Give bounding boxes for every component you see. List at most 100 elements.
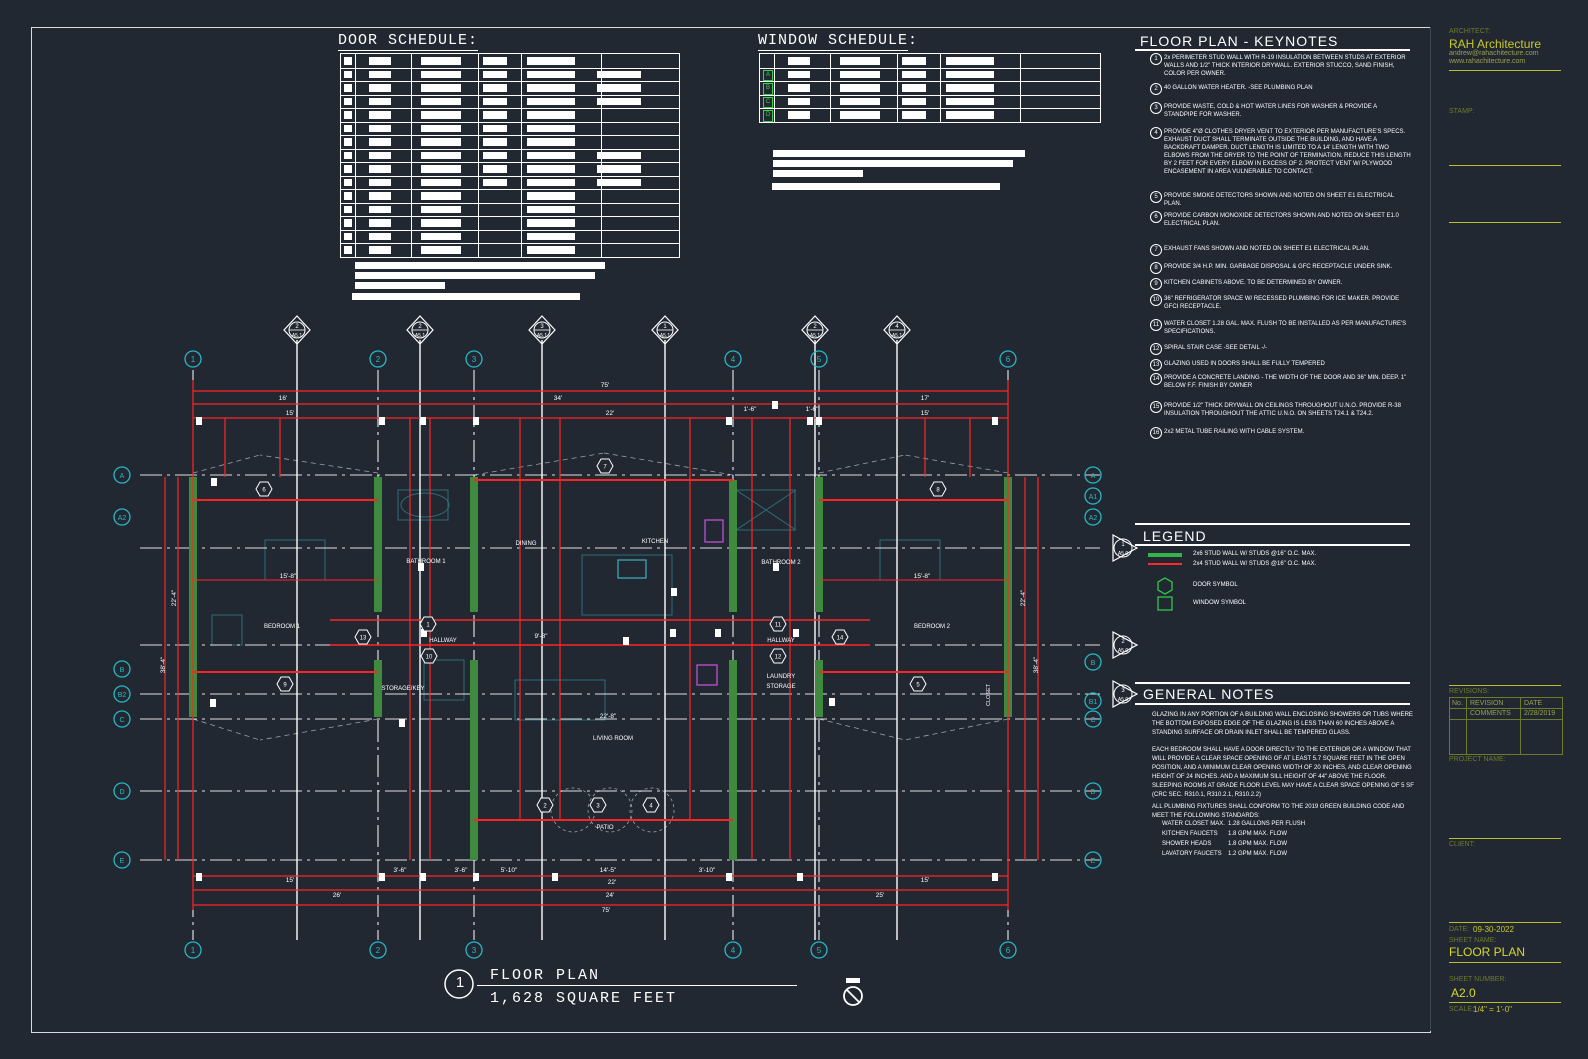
door-tag-icon — [589, 797, 607, 813]
section-marker-icon — [528, 315, 556, 345]
door-schedule-cell — [483, 70, 507, 79]
door-schedule-title: DOOR SCHEDULE: — [338, 32, 479, 49]
fixture-value: 1.8 GPM MAX. FLOW — [1228, 841, 1288, 847]
dimension-label: 15' — [921, 877, 929, 884]
room-label: KITCHEN — [642, 539, 668, 545]
door-schedule-cell — [421, 219, 461, 227]
door-tag-number: 5 — [916, 683, 920, 689]
dimension-label: 17' — [921, 395, 929, 402]
rev-col-line — [1466, 698, 1467, 754]
door-schedule-cell — [421, 178, 461, 187]
keynote-number: 1 — [1150, 53, 1162, 65]
architect-label: ARCHITECT: — [1449, 28, 1491, 35]
keynote-number: 9 — [1150, 278, 1162, 290]
section-marker-circle — [1113, 635, 1133, 655]
door-schedule-note-1b — [355, 272, 595, 279]
fixture-name: LAVATORY FAUCETS — [1162, 851, 1222, 857]
dimension-tick — [473, 873, 479, 881]
door-schedule-row-line — [341, 108, 679, 110]
door-schedule-cell — [421, 70, 461, 79]
door-schedule-cell — [421, 192, 461, 200]
door-tag-number: 4 — [649, 804, 653, 810]
grid-row-label: D — [119, 789, 124, 796]
fixture-outline — [211, 614, 243, 646]
door-schedule-cell — [369, 124, 391, 133]
door-schedule-cell — [344, 151, 352, 160]
grid-column-label: 5 — [817, 355, 822, 364]
door-schedule-row-line — [341, 162, 679, 164]
door-schedule-note-1 — [355, 262, 605, 269]
door-tag-number: 10 — [426, 655, 433, 661]
door-symbol-icon — [1157, 577, 1173, 595]
tb-line — [1449, 838, 1561, 839]
grid-bubble-icon — [369, 941, 387, 959]
keynote-text: PROVIDE A CONCRETE LANDING - THE WIDTH O… — [1164, 375, 1407, 389]
dimension-tick — [399, 719, 405, 727]
grid-column-label: 3 — [472, 355, 477, 364]
door-schedule-cell — [369, 232, 391, 241]
section-marker-sheet: A5.1 — [892, 333, 903, 339]
door-tag-icon — [419, 616, 437, 632]
section-marker-icon — [883, 315, 911, 345]
window-schedule-cell — [946, 57, 994, 65]
dimension-tick — [772, 401, 778, 409]
dimension-label: 24' — [606, 892, 614, 899]
keynote-text: WATER CLOSET 1.28 GAL. MAX. FLUSH TO BE … — [1164, 321, 1407, 335]
grid-bubble-icon — [999, 941, 1017, 959]
legend-2x4-label: 2x4 STUD WALL W/ STUDS @16" O.C. MAX. — [1193, 561, 1317, 567]
door-tag-number: 2 — [543, 804, 547, 810]
window-symbol-icon — [1157, 596, 1173, 611]
grid-bubble-icon — [999, 350, 1017, 368]
door-schedule-cell — [597, 165, 641, 173]
room-label: BATHROOM 2 — [761, 560, 801, 566]
door-tag-number: 3 — [596, 804, 600, 810]
general-note-3: ALL PLUMBING FIXTURES SHALL CONFORM TO T… — [1152, 804, 1405, 819]
keynotes-title: FLOOR PLAN - KEYNOTES — [1140, 33, 1339, 49]
door-schedule-cell — [369, 178, 391, 187]
door-schedule-cell — [369, 57, 391, 65]
door-schedule-cell — [527, 219, 575, 227]
dimension-label: 22'-4" — [1020, 589, 1027, 606]
tb-line — [1449, 165, 1561, 166]
dimension-tick — [420, 417, 426, 425]
dimension-tick — [992, 873, 998, 881]
legend-symbols — [1157, 577, 1173, 611]
room-label: PATIO — [596, 825, 613, 831]
dimension-tick — [726, 417, 732, 425]
architect-firm: RAH Architecture — [1449, 37, 1542, 51]
dimension-label: 5'-10" — [501, 867, 518, 874]
grid-column-label: 1 — [191, 946, 196, 955]
roof-line — [904, 454, 1009, 474]
room-label: HALLWAY — [429, 638, 457, 644]
grid-bubble-icon — [1084, 487, 1102, 505]
door-tag-number: 1 — [426, 623, 430, 629]
window-schedule-cell — [788, 57, 810, 65]
grid-bubble-icon — [113, 508, 131, 526]
room-label: LAUNDRY — [767, 674, 796, 680]
section-marker-number: 2 — [418, 324, 422, 330]
door-schedule-cell — [527, 70, 575, 79]
tb-line — [1449, 1002, 1561, 1003]
fixture-value: 1.28 GALLONS PER FLUSH — [1228, 821, 1306, 827]
keynote-number: 6 — [1150, 211, 1162, 223]
section-marker-sheet: A5.0 — [1118, 551, 1129, 557]
rev-date: 2/28/2019 — [1524, 710, 1556, 717]
window-schedule-note-2 — [772, 183, 1000, 190]
architect-website: www.rahachitecture.com — [1449, 58, 1526, 65]
window-schedule-cell — [788, 70, 810, 79]
door-schedule-cell — [344, 111, 352, 119]
rev-comment: COMMENTS — [1470, 710, 1511, 717]
door-schedule-cell — [483, 165, 507, 173]
dimension-label: 22' — [608, 879, 616, 886]
door-schedule-cell — [421, 246, 461, 254]
plan-title-number: 1 — [455, 974, 465, 991]
section-marker-circle — [1113, 684, 1133, 704]
door-schedule-cell — [344, 165, 352, 173]
window-schedule-row-line — [760, 108, 1100, 110]
